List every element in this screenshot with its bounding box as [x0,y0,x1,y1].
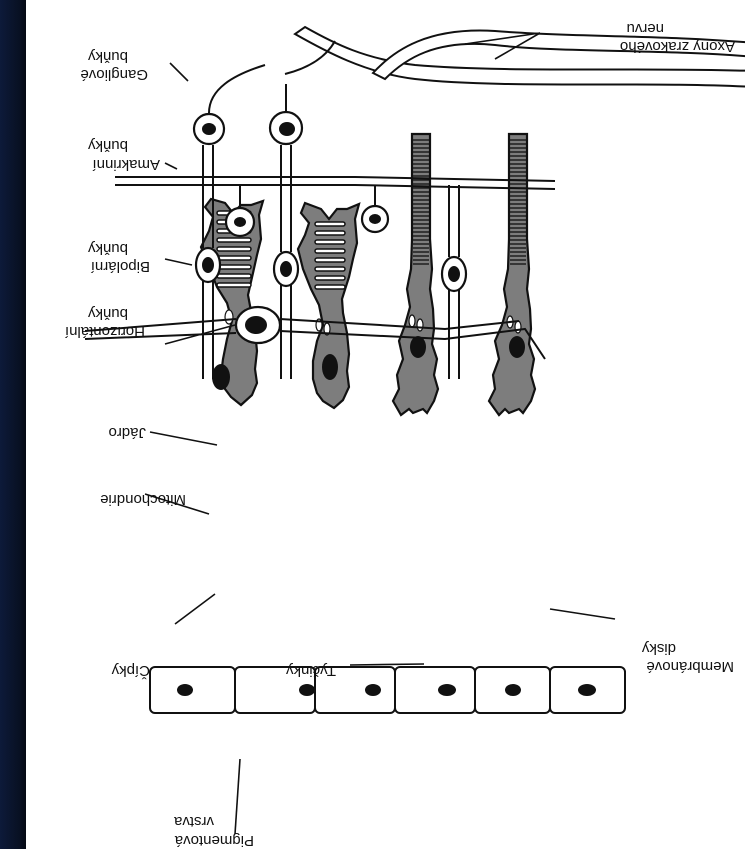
cone-1 [298,203,359,408]
cone-disk-fold [217,256,251,260]
label-jadro: Jádro [108,424,146,441]
cone-disk-fold [217,247,251,251]
cone-disk-fold [217,238,251,242]
label-membranove-1: Membránové [646,658,734,675]
cone-disk-fold [315,222,345,226]
label-ganglion-2: buňky [87,48,128,65]
cone-disk-fold [217,274,251,278]
label-amakrin-2: buňky [87,137,128,154]
rod-1 [489,134,535,415]
label-axony-1: Axony zrakového [620,38,735,55]
label-mitochondrie: Mitochondrie [100,491,186,508]
label-membranove-2: disky [641,640,676,657]
cone-disk-fold [315,240,345,244]
cone-disk-fold [315,267,345,271]
cone-disk-fold [315,249,345,253]
cone-disk-fold [315,285,345,289]
label-tycinky: Tyčinky [285,662,336,679]
rod-2 [393,134,438,415]
cone-disk-fold [315,258,345,262]
cone-disk-fold [315,276,345,280]
label-horizontal-2: buňky [87,305,128,322]
cone-disk-fold [217,265,251,269]
label-ganglion-1: Gangliové [80,66,148,83]
cone-disk-fold [315,231,345,235]
label-cipky: Čípky [111,662,150,679]
label-pigmentova-1: Pigmentová [174,832,254,849]
cone-disk-fold [217,283,251,287]
label-pigmentova-2: vrstva [173,813,214,830]
label-bipolar-1: Bipolární [90,258,150,275]
label-amakrin-1: Amakrinní [92,156,160,173]
pigment-layer [150,667,625,713]
label-horizontal-1: Horizontální [64,323,145,340]
label-axony-2: nervu [626,20,664,37]
label-bipolar-2: buňky [87,240,128,257]
